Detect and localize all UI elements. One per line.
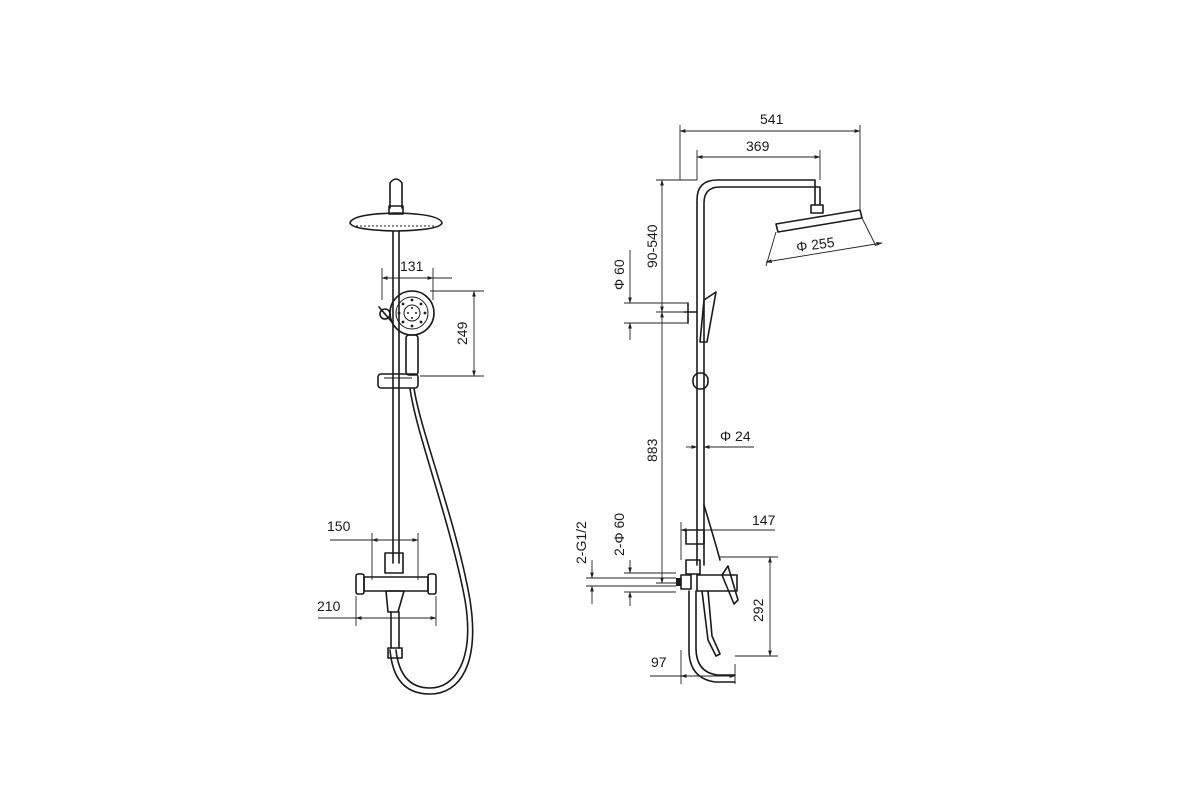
dim-131: 131: [381, 258, 452, 300]
front-diverter-knob: [378, 306, 392, 322]
dim-height-adjust: 90-540: [644, 179, 697, 313]
dim-height-adjust-label: 90-540: [644, 224, 660, 268]
dim-249: 249: [420, 290, 484, 377]
front-hose: [389, 387, 474, 695]
dim-292: 292: [720, 556, 778, 657]
dim-97-label: 97: [651, 654, 667, 670]
side-diverter: [683, 291, 717, 343]
side-slide-holder: [692, 372, 709, 390]
dim-883-label: 883: [644, 438, 660, 462]
dim-541-label: 541: [760, 111, 784, 127]
side-view: 541 369 Φ 255 90-540 883: [573, 111, 883, 684]
dim-head-diameter-label: Φ 255: [795, 234, 835, 255]
dim-541: 541: [679, 111, 861, 212]
dim-pipe-diameter-label: Φ 24: [720, 428, 751, 444]
side-mixer: [676, 504, 739, 605]
front-column: [392, 230, 400, 564]
front-hand-shower: [389, 290, 435, 376]
front-top-arm: [389, 178, 403, 209]
front-slide-holder: [377, 373, 419, 389]
dim-flange-top: Φ 60: [611, 250, 688, 340]
front-mixer: [355, 552, 437, 613]
side-column-arm: [696, 179, 821, 566]
dim-150: 150: [327, 518, 419, 580]
dim-flange-top-label: Φ 60: [611, 259, 627, 290]
dim-pipe-diameter: Φ 24: [686, 428, 754, 449]
dim-147: 147: [680, 512, 776, 560]
dim-head-diameter: Φ 255: [765, 217, 883, 267]
dim-210-label: 210: [317, 598, 341, 614]
side-spout: [688, 590, 736, 683]
dim-249-label: 249: [454, 321, 470, 345]
front-view: 131 249 150 210: [317, 178, 484, 695]
front-shower-head: [349, 205, 443, 232]
dim-147-label: 147: [752, 512, 776, 528]
dim-369: 369: [696, 138, 821, 180]
side-shower-head: [775, 204, 863, 233]
dim-inlet-flange: 2-Φ 60: [611, 513, 676, 606]
dim-inlet-thread-label: 2-G1/2: [573, 521, 589, 564]
dim-inlet-thread: 2-G1/2: [573, 521, 676, 604]
dim-369-label: 369: [746, 138, 770, 154]
dim-210: 210: [317, 596, 437, 626]
dim-150-label: 150: [327, 518, 351, 534]
dim-131-label: 131: [400, 258, 424, 274]
dim-883: 883: [644, 311, 681, 584]
dim-inlet-flange-label: 2-Φ 60: [611, 513, 627, 556]
dim-97: 97: [650, 650, 736, 684]
dim-292-label: 292: [750, 598, 766, 622]
